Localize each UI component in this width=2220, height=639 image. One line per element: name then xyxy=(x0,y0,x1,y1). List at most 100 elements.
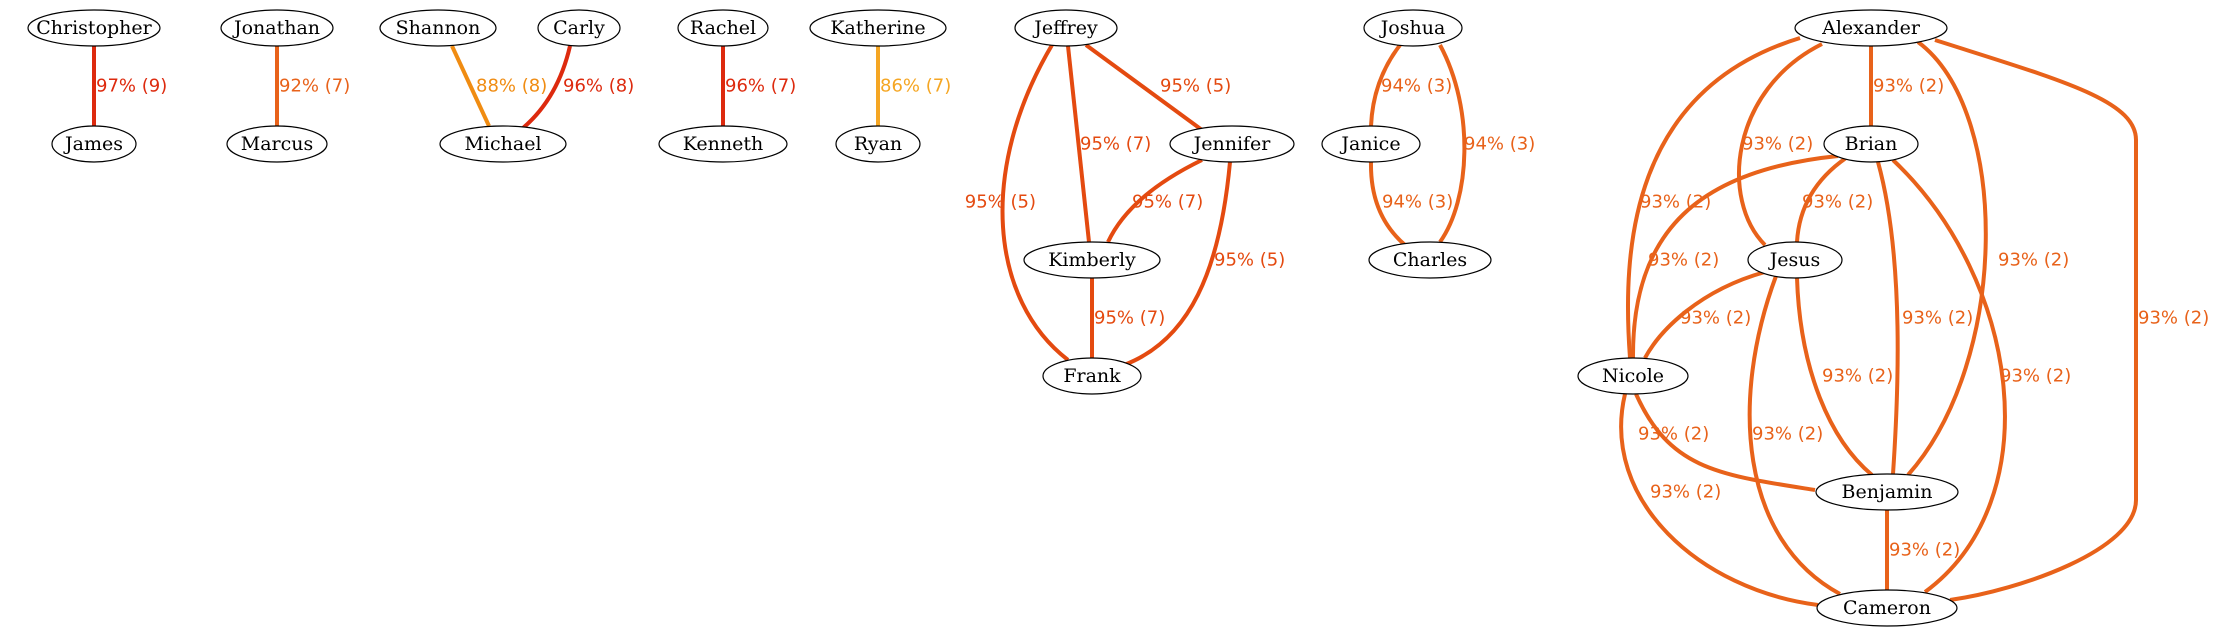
node-cameron[interactable]: Cameron xyxy=(1816,589,1958,627)
node-label-christopher: Christopher xyxy=(36,17,152,39)
edge-joshua-janice: 94% (3) xyxy=(1369,43,1452,127)
node-kenneth[interactable]: Kenneth xyxy=(658,125,788,163)
node-jeffrey[interactable]: Jeffrey xyxy=(1014,9,1118,47)
edge-jesus-cameron: 93% (2) xyxy=(1747,275,1841,596)
edge-label-jesus-nicole: 93% (2) xyxy=(1680,308,1751,329)
node-label-shannon: Shannon xyxy=(396,17,481,39)
node-label-jonathan: Jonathan xyxy=(232,17,320,39)
edge-alexander-brian: 93% (2) xyxy=(1869,46,1944,126)
edge-label-shannon-michael: 88% (8) xyxy=(476,76,547,97)
node-rachel[interactable]: Rachel xyxy=(677,9,769,47)
node-shape-christopher xyxy=(27,9,161,47)
node-benjamin[interactable]: Benjamin xyxy=(1815,473,1959,511)
node-shape-marcus xyxy=(226,125,328,163)
edge-katherine-ryan: 86% (7) xyxy=(876,46,951,126)
edge-alexander-cameron: 93% (2) xyxy=(1934,38,2209,602)
node-label-nicole: Nicole xyxy=(1602,365,1664,387)
edge-line-alexander-nicole xyxy=(1625,36,1801,359)
edge-alexander-jesus: 93% (2) xyxy=(1737,42,1823,247)
node-ryan[interactable]: Ryan xyxy=(835,125,921,163)
node-shape-shannon xyxy=(379,9,497,47)
node-shape-jennifer xyxy=(1169,125,1295,163)
node-label-kenneth: Kenneth xyxy=(683,133,764,155)
edge-jesus-nicole: 93% (2) xyxy=(1643,270,1766,359)
edge-label-brian-cameron: 93% (2) xyxy=(2000,366,2071,387)
node-shape-kimberly xyxy=(1023,241,1161,279)
edge-label-jeffrey-kimberly: 95% (7) xyxy=(1080,134,1151,155)
edge-label-jennifer-frank: 95% (5) xyxy=(1214,250,1285,271)
edge-label-jesus-cameron: 93% (2) xyxy=(1752,424,1823,445)
edge-line-jeffrey-frank xyxy=(1000,43,1070,362)
edge-label-nicole-benjamin: 93% (2) xyxy=(1638,424,1709,445)
edge-line-alexander-jesus xyxy=(1737,42,1823,247)
node-janice[interactable]: Janice xyxy=(1321,125,1421,163)
edge-label-alexander-benjamin: 93% (2) xyxy=(1998,250,2069,271)
edge-label-brian-jesus: 93% (2) xyxy=(1802,192,1873,213)
edge-label-joshua-charles: 94% (3) xyxy=(1464,134,1535,155)
node-brian[interactable]: Brian xyxy=(1823,125,1919,163)
edge-label-brian-benjamin: 93% (2) xyxy=(1902,308,1973,329)
node-label-james: James xyxy=(63,133,123,155)
node-michael[interactable]: Michael xyxy=(439,125,567,163)
edge-jennifer-kimberly: 95% (7) xyxy=(1106,158,1203,243)
edge-label-jonathan-marcus: 92% (7) xyxy=(279,76,350,97)
node-label-katherine: Katherine xyxy=(830,17,925,39)
node-shape-janice xyxy=(1321,125,1421,163)
edge-line-jennifer-kimberly xyxy=(1106,158,1203,243)
node-joshua[interactable]: Joshua xyxy=(1363,9,1463,47)
node-shape-katherine xyxy=(809,9,947,47)
node-shape-jeffrey xyxy=(1014,9,1118,47)
node-frank[interactable]: Frank xyxy=(1042,357,1142,395)
edge-label-benjamin-cameron: 93% (2) xyxy=(1889,540,1960,561)
node-jennifer[interactable]: Jennifer xyxy=(1169,125,1295,163)
node-label-rachel: Rachel xyxy=(690,17,756,39)
node-label-charles: Charles xyxy=(1393,249,1467,271)
node-charles[interactable]: Charles xyxy=(1368,241,1492,279)
edge-label-alexander-brian: 93% (2) xyxy=(1873,76,1944,97)
edge-jeffrey-jennifer: 95% (5) xyxy=(1084,43,1231,132)
node-label-joshua: Joshua xyxy=(1379,17,1446,39)
edge-line-brian-jesus xyxy=(1795,156,1848,243)
node-shape-alexander xyxy=(1794,9,1948,47)
node-carly[interactable]: Carly xyxy=(537,9,621,47)
edge-line-jesus-benjamin xyxy=(1795,277,1874,477)
node-label-alexander: Alexander xyxy=(1821,17,1921,39)
node-alexander[interactable]: Alexander xyxy=(1794,9,1948,47)
node-shape-brian xyxy=(1823,125,1919,163)
node-shape-benjamin xyxy=(1815,473,1959,511)
edge-label-alexander-jesus: 93% (2) xyxy=(1742,134,1813,155)
node-jonathan[interactable]: Jonathan xyxy=(220,9,334,47)
edge-nicole-cameron: 93% (2) xyxy=(1619,393,1819,607)
node-james[interactable]: James xyxy=(51,125,137,163)
node-jesus[interactable]: Jesus xyxy=(1747,241,1843,279)
node-shape-jesus xyxy=(1747,241,1843,279)
edge-nicole-benjamin: 93% (2) xyxy=(1634,393,1816,492)
edge-line-carly-michael xyxy=(521,45,572,130)
node-shape-jonathan xyxy=(220,9,334,47)
edge-label-jeffrey-frank: 95% (5) xyxy=(965,192,1036,213)
node-katherine[interactable]: Katherine xyxy=(809,9,947,47)
node-shape-cameron xyxy=(1816,589,1958,627)
edge-label-brian-nicole: 93% (2) xyxy=(1648,250,1719,271)
node-kimberly[interactable]: Kimberly xyxy=(1023,241,1161,279)
edge-line-joshua-janice xyxy=(1369,43,1402,127)
node-label-kimberly: Kimberly xyxy=(1048,249,1136,271)
node-christopher[interactable]: Christopher xyxy=(27,9,161,47)
node-label-brian: Brian xyxy=(1845,133,1898,155)
edge-line-brian-nicole xyxy=(1630,154,1839,359)
edge-christopher-james: 97% (9) xyxy=(92,46,167,126)
edge-joshua-charles: 94% (3) xyxy=(1438,44,1535,244)
node-shape-rachel xyxy=(677,9,769,47)
node-shannon[interactable]: Shannon xyxy=(379,9,497,47)
edges-layer: 97% (9)92% (7)88% (8)96% (8)96% (7)86% (… xyxy=(92,36,2209,607)
edge-label-nicole-cameron: 93% (2) xyxy=(1650,482,1721,503)
edge-brian-nicole: 93% (2) xyxy=(1630,154,1839,359)
edge-kimberly-frank: 95% (7) xyxy=(1090,278,1165,358)
node-marcus[interactable]: Marcus xyxy=(226,125,328,163)
edge-jeffrey-frank: 95% (5) xyxy=(965,43,1070,362)
edge-benjamin-cameron: 93% (2) xyxy=(1885,510,1960,590)
node-nicole[interactable]: Nicole xyxy=(1577,357,1689,395)
node-label-carly: Carly xyxy=(553,17,605,39)
